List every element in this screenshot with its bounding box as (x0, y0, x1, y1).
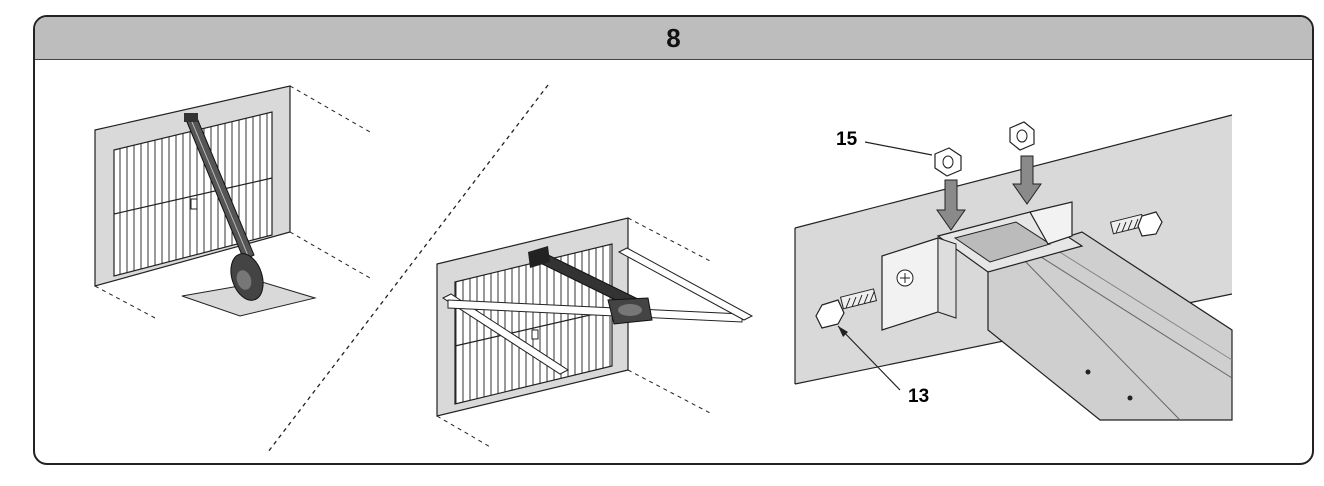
garage-door (454, 243, 613, 405)
callout-label-bolt: 13 (908, 386, 930, 407)
callout-15-leader (864, 141, 933, 156)
left-bolt (815, 288, 878, 329)
nut-right (1009, 121, 1035, 151)
panel-floor-mount-illustration (94, 85, 371, 319)
top-bracket (184, 113, 198, 122)
instruction-panel-frame: 8 (33, 15, 1314, 465)
door-handle (531, 329, 539, 340)
side-beam-right (617, 247, 754, 321)
down-arrow-right (1012, 155, 1042, 205)
right-bolt (1109, 211, 1163, 237)
step-header-band: 8 (35, 17, 1312, 60)
nut-left (934, 147, 962, 177)
garage-door (113, 111, 273, 277)
panel-divider-line (267, 84, 549, 453)
panel-wall-brackets-illustration (436, 217, 754, 449)
down-arrow-left (936, 179, 966, 231)
side-beam-left (441, 293, 570, 375)
step-number: 8 (666, 23, 681, 53)
door-handle (190, 198, 198, 210)
right-l-bracket (1029, 201, 1073, 245)
panel-bracket-detail-illustration (794, 114, 1233, 421)
callout-label-nut: 15 (836, 129, 858, 150)
square-beam (987, 231, 1233, 421)
callout-13-leader (837, 325, 901, 391)
